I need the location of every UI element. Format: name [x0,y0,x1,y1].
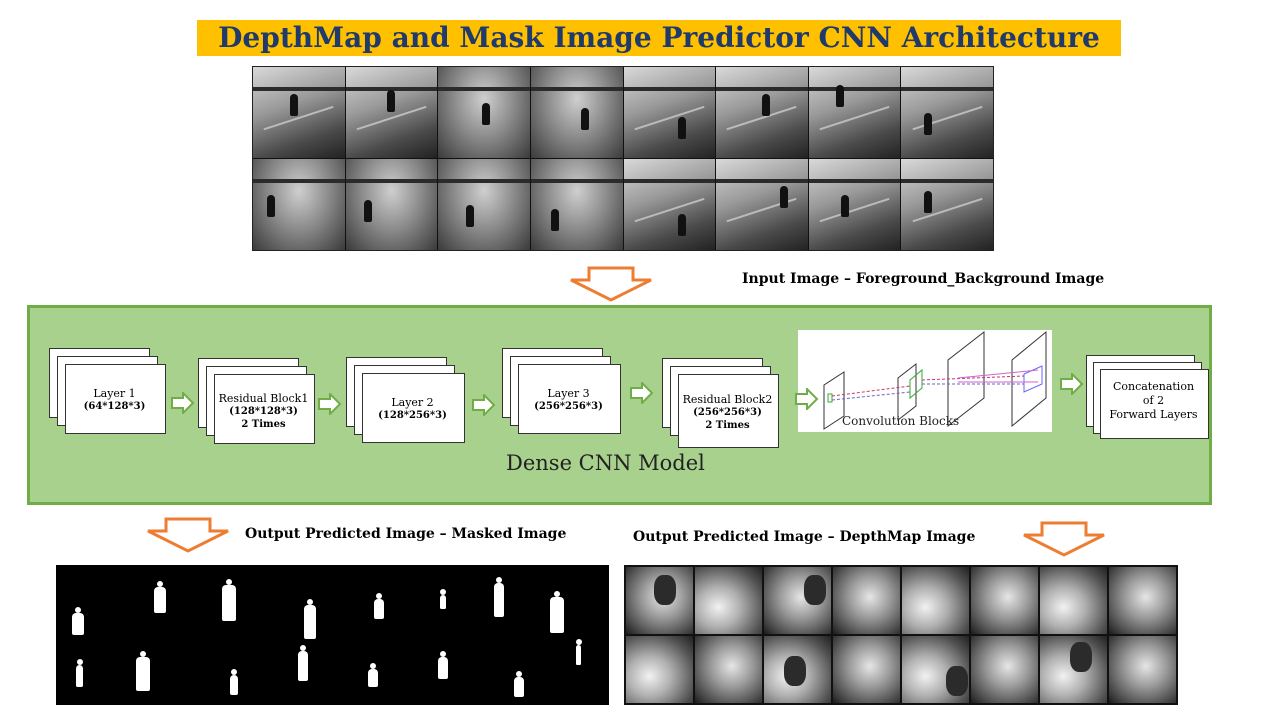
person-silhouette [136,651,150,691]
person-silhouette [72,607,84,635]
input-frame [438,67,530,158]
block-dims: (64*128*3) [83,401,146,412]
input-frame [901,159,993,250]
mask-output-label: Output Predicted Image – Masked Image [245,526,567,542]
depth-frame [1040,636,1107,703]
depth-frame [1040,567,1107,634]
depth-frame [626,567,693,634]
input-frame [345,159,438,250]
block-repeat: 2 Times [705,420,750,431]
block-detail: Forward Layers [1109,408,1198,421]
depth-frame [764,636,831,703]
depth-frame [902,567,969,634]
depth-frame [971,636,1038,703]
depth-frame [833,567,900,634]
person-silhouette [298,645,308,681]
depth-frame [1109,636,1176,703]
input-frame [716,159,808,250]
depth-frame [764,567,831,634]
block-dims: (128*128*3) [229,406,298,417]
input-frame [438,159,530,250]
depth-frame [902,636,969,703]
input-frame [901,67,993,158]
person-silhouette [575,639,582,665]
convolution-blocks-figure: Convolution Blocks [798,330,1052,432]
block-title: Residual Block1 [218,392,309,405]
depthmap-output-grid [624,565,1178,705]
right-arrow-icon [472,394,496,416]
block-title: Residual Block2 [682,393,773,406]
person-silhouette [222,579,236,621]
block-title: Layer 2 [391,396,434,409]
person-silhouette [154,581,166,613]
input-frame [623,159,716,250]
person-silhouette [230,669,238,695]
diagram-title: DepthMap and Mask Image Predictor CNN Ar… [197,20,1121,56]
masked-output-image [56,565,609,705]
down-arrow-icon [147,517,229,553]
input-frame [623,67,716,158]
depth-frame [833,636,900,703]
input-image-label: Input Image – Foreground_Background Imag… [742,271,1105,287]
input-frame [530,159,623,250]
person-silhouette [438,651,448,679]
person-silhouette [550,591,564,633]
input-frame [808,159,901,250]
depth-frame [695,567,762,634]
block-dims: (128*256*3) [378,410,447,421]
block-repeat: 2 Times [241,419,286,430]
right-arrow-icon [1060,373,1084,395]
block-subtitle: of 2 [1142,394,1165,407]
person-silhouette [374,593,384,619]
down-arrow-icon [570,266,652,302]
convolution-label: Convolution Blocks [842,414,960,428]
down-arrow-icon [1023,521,1105,557]
person-silhouette [440,589,446,609]
convolution-diagram-icon [823,330,1047,430]
input-frame [345,67,438,158]
input-frame [716,67,808,158]
depth-frame [971,567,1038,634]
right-arrow-icon [171,392,195,414]
block-title: Concatenation [1112,380,1195,393]
panel-title: Dense CNN Model [506,451,705,475]
block-dims: (256*256*3) [534,401,603,412]
block-title: Layer 1 [93,387,136,400]
depth-output-label: Output Predicted Image – DepthMap Image [633,529,976,545]
right-arrow-icon [318,393,342,415]
right-arrow-icon [630,382,654,404]
person-silhouette [304,599,316,639]
person-silhouette [514,671,524,697]
depth-frame [626,636,693,703]
block-dims: (256*256*3) [693,407,762,418]
input-image-grid [252,66,994,251]
person-silhouette [368,663,378,687]
depth-frame [1109,567,1176,634]
input-frame [253,67,345,158]
input-frame [808,67,901,158]
right-arrow-icon [795,388,819,410]
input-frame [253,159,345,250]
person-silhouette [76,659,83,687]
input-frame [530,67,623,158]
person-silhouette [494,577,504,617]
depth-frame [695,636,762,703]
block-title: Layer 3 [547,387,590,400]
